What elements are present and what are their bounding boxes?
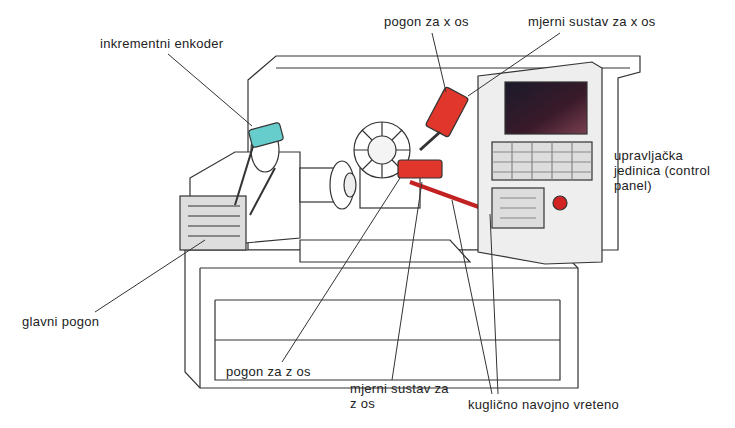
leader-lines bbox=[95, 33, 560, 394]
leader bbox=[282, 178, 400, 362]
encoder bbox=[248, 122, 284, 148]
turret-hub bbox=[368, 136, 396, 164]
leader bbox=[168, 54, 252, 126]
emergency-stop bbox=[553, 196, 567, 210]
keys-lower bbox=[500, 198, 536, 218]
machine-bed bbox=[185, 250, 578, 388]
z-drive bbox=[398, 160, 442, 178]
leader bbox=[392, 182, 422, 380]
leader bbox=[95, 240, 205, 312]
chip-tray bbox=[300, 240, 470, 262]
motor-ribs bbox=[188, 206, 240, 236]
part-label: upravljačka jedinica (control panel) bbox=[614, 148, 726, 193]
part-label: pogon za x os bbox=[384, 14, 469, 29]
part-label: inkrementni enkoder bbox=[100, 36, 224, 51]
part-label: pogon za z os bbox=[226, 364, 311, 379]
leader bbox=[490, 214, 498, 394]
leader bbox=[432, 33, 446, 92]
machine-frame bbox=[185, 56, 640, 388]
part-label: mjerni sustav za z os bbox=[350, 381, 450, 411]
keys bbox=[492, 142, 592, 180]
part-label: mjerni sustav za x os bbox=[528, 14, 656, 29]
part-label: glavni pogon bbox=[22, 314, 99, 329]
x-screw bbox=[420, 132, 440, 150]
headstock bbox=[180, 122, 356, 250]
leader bbox=[452, 200, 492, 394]
bed-lines bbox=[200, 268, 578, 388]
chuck-face bbox=[344, 173, 356, 197]
part-label: kuglično navojno vreteno bbox=[468, 397, 619, 412]
leader bbox=[468, 33, 560, 96]
panel-body bbox=[478, 62, 602, 264]
control-panel bbox=[478, 62, 602, 264]
keyboard bbox=[492, 142, 592, 180]
x-drive bbox=[425, 86, 469, 137]
key-block bbox=[492, 188, 544, 228]
screen bbox=[505, 82, 587, 134]
